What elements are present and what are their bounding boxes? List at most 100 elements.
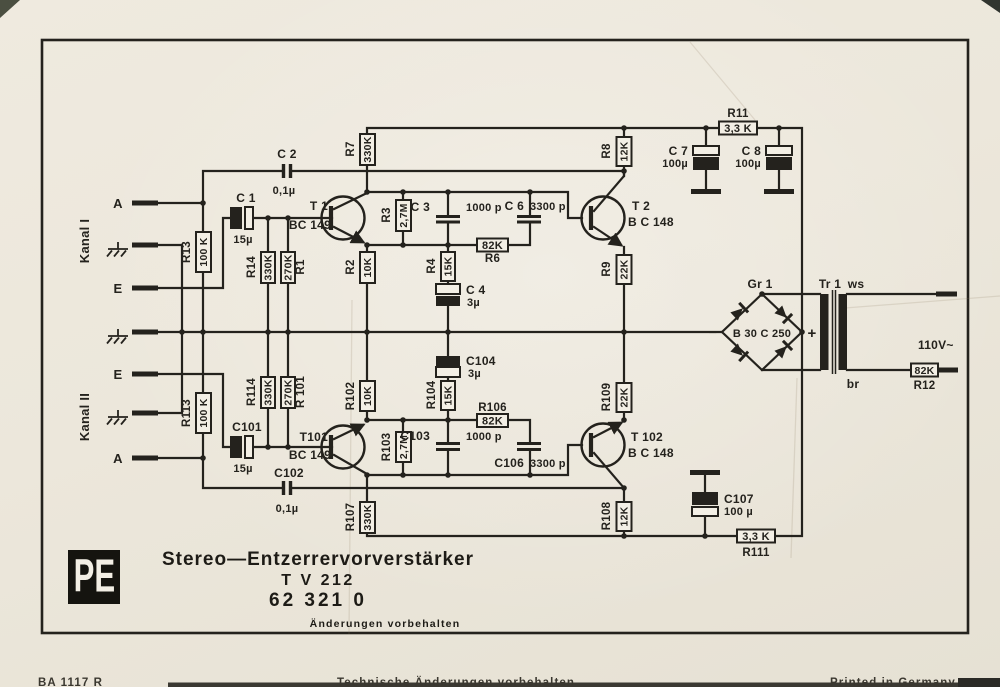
- c104-capacitor: [435, 356, 461, 378]
- tr1-br-label: br: [847, 377, 860, 391]
- r12-body: [910, 362, 939, 378]
- bridge-type: B 30 C 250: [733, 328, 791, 340]
- r1-name: R1: [295, 259, 307, 275]
- terminal-a-1: A: [113, 196, 123, 211]
- terminal-a2-bar: [132, 455, 158, 461]
- t2-name: T 2: [632, 199, 650, 213]
- r102-body: [359, 380, 376, 412]
- bridge-rectifier: [720, 292, 804, 372]
- c7-name: C 7: [669, 144, 689, 158]
- c1-name: C 1: [236, 191, 256, 205]
- diode-top-left: [728, 301, 750, 323]
- paper-creases: [348, 41, 1000, 635]
- r111-name: R111: [742, 547, 770, 559]
- t2-type: B C 148: [628, 215, 674, 229]
- r104-name: R104: [426, 380, 438, 409]
- r107-value: 330K: [362, 504, 374, 530]
- minus-sign: −: [709, 324, 717, 340]
- emitter-arrows: [332, 225, 624, 441]
- c101-capacitor: [230, 435, 254, 459]
- t2-transistor: [580, 195, 626, 241]
- r106-name: R106: [478, 402, 507, 414]
- mains-terminal-bottom: [939, 367, 958, 373]
- r8-body: [615, 136, 633, 167]
- r114-name: R114: [246, 378, 258, 406]
- r8-name: R8: [601, 143, 613, 159]
- c8-capacitor: [764, 145, 794, 194]
- c107-value: 100 µ: [724, 506, 753, 518]
- footer-technical-note: Technische Änderungen vorbehalten: [337, 677, 576, 687]
- terminal-e-2: E: [114, 367, 123, 382]
- t1-transistor: [320, 195, 366, 241]
- changes-reserved-note: Änderungen vorbehalten: [309, 618, 461, 630]
- terminal-e-1: E: [114, 281, 123, 296]
- c101-value: 15µ: [233, 463, 252, 475]
- r4-name: R4: [426, 258, 438, 274]
- footer-doc-number: BA 1117 R: [38, 677, 104, 687]
- r108-body: [615, 501, 633, 532]
- schematic-part-number: 62 321 0: [269, 590, 367, 611]
- pe-logo-text: PE: [73, 550, 115, 603]
- t1-name: T 1: [310, 199, 328, 213]
- r101-body: [280, 376, 296, 409]
- r9-name: R9: [601, 261, 613, 276]
- c6-name: C 6: [505, 199, 525, 213]
- r111-value: 3,3 K: [742, 531, 770, 543]
- ground-icon: [106, 241, 129, 258]
- r13-body: [195, 231, 212, 273]
- c106-capacitor: [517, 442, 541, 451]
- r109-name: R109: [601, 383, 613, 412]
- r103-body: [395, 431, 412, 463]
- t101-name: T101: [300, 430, 328, 444]
- plus-sign: +: [807, 325, 816, 342]
- r111-body: [736, 528, 776, 544]
- c2-value: 0,1µ: [273, 185, 296, 197]
- terminal-gnd2-bar: [132, 410, 158, 416]
- c4-name: C 4: [466, 283, 486, 297]
- r4-body: [440, 251, 456, 282]
- c6-value: 3300 p: [530, 201, 566, 213]
- c3-value: 1000 p: [466, 202, 502, 214]
- r7-body: [359, 133, 376, 166]
- tr1-ws-label: ws: [847, 277, 865, 291]
- r113-name: R113: [181, 399, 193, 427]
- c4-value: 3µ: [467, 297, 480, 309]
- c103-name: C103: [400, 429, 430, 443]
- r106-body: [476, 413, 509, 428]
- c107-name: C107: [724, 492, 754, 506]
- r1-body: [280, 251, 296, 284]
- t101-type: BC 149: [289, 448, 331, 462]
- c4-capacitor: [435, 283, 461, 306]
- r6-name: R6: [485, 253, 500, 265]
- c2-capacitor: [281, 164, 293, 178]
- r104-value: 15K: [443, 385, 455, 405]
- terminal-a1-bar: [132, 200, 158, 206]
- c102-name: C102: [274, 466, 304, 480]
- mains-terminal-top: [936, 291, 957, 297]
- r11-body: [718, 120, 758, 136]
- schematic-title: Stereo—Entzerrervorverstärker: [161, 549, 475, 570]
- r107-body: [359, 501, 376, 534]
- r7-value: 330K: [362, 136, 374, 162]
- c107-capacitor: [690, 470, 720, 517]
- c1-value: 15µ: [233, 234, 252, 246]
- c101-name: C101: [232, 420, 262, 434]
- r108-value: 12K: [619, 506, 631, 526]
- c106-value: 3300 p: [530, 458, 566, 470]
- t1-type: BC 149: [289, 218, 331, 232]
- transistor-leads: [332, 169, 626, 490]
- t102-name: T 102: [631, 430, 663, 444]
- c8-name: C 8: [742, 144, 762, 158]
- c102-value: 0,1µ: [276, 503, 299, 515]
- r109-value: 22K: [619, 387, 631, 407]
- terminal-gnd1-bar: [132, 242, 158, 248]
- r11-value: 3,3 K: [724, 123, 752, 135]
- resistor-bodies: [195, 120, 939, 544]
- c7-capacitor: [691, 145, 721, 194]
- c1-capacitor: [230, 206, 254, 230]
- r6-value: 82K: [482, 240, 503, 252]
- c8-value: 100µ: [735, 158, 761, 170]
